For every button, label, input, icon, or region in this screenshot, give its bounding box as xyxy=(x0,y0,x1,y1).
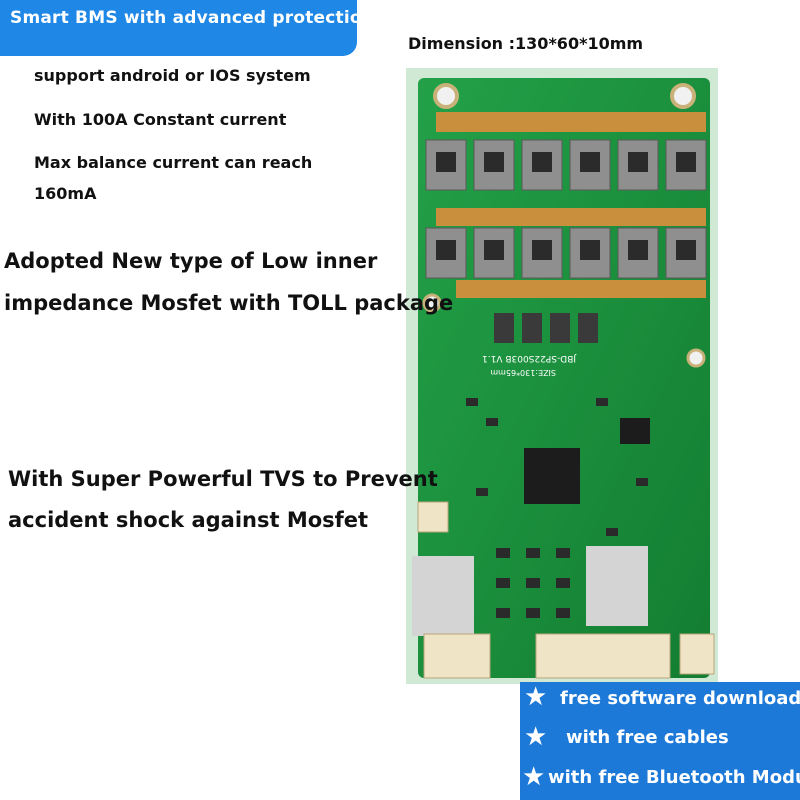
dimension-label: Dimension :130*60*10mm xyxy=(408,34,644,53)
feature-bluetooth: with free Bluetooth Module xyxy=(548,767,800,788)
spec-current: With 100A Constant current xyxy=(34,110,287,129)
title-banner: Smart BMS with advanced protection xyxy=(0,0,374,56)
bms-board-image: JBD-SP22S003B V1.1 SIZE:130*65mm xyxy=(406,68,718,684)
star-icon: ★ xyxy=(524,682,548,712)
spec-os: support android or IOS system xyxy=(34,66,311,85)
spec-balance: Max balance current can reach xyxy=(34,153,313,172)
banner-title: Smart BMS with advanced protection xyxy=(10,8,375,28)
spec-balance-value: 160mA xyxy=(34,184,97,203)
board-size-silk: SIZE:130*65mm xyxy=(490,368,556,377)
mosfet-line-2: impedance Mosfet with TOLL package xyxy=(4,291,454,315)
star-icon: ★ xyxy=(524,722,548,752)
star-icon: ★ xyxy=(522,762,546,792)
feature-cables: with free cables xyxy=(566,727,729,748)
tvs-line-1: With Super Powerful TVS to Prevent xyxy=(8,467,438,491)
mosfet-line-1: Adopted New type of Low inner xyxy=(4,249,378,273)
features-panel xyxy=(520,682,800,800)
feature-software: free software download xyxy=(560,688,800,709)
board-model-silk: JBD-SP22S003B V1.1 xyxy=(482,353,577,363)
tvs-line-2: accident shock against Mosfet xyxy=(8,508,369,532)
